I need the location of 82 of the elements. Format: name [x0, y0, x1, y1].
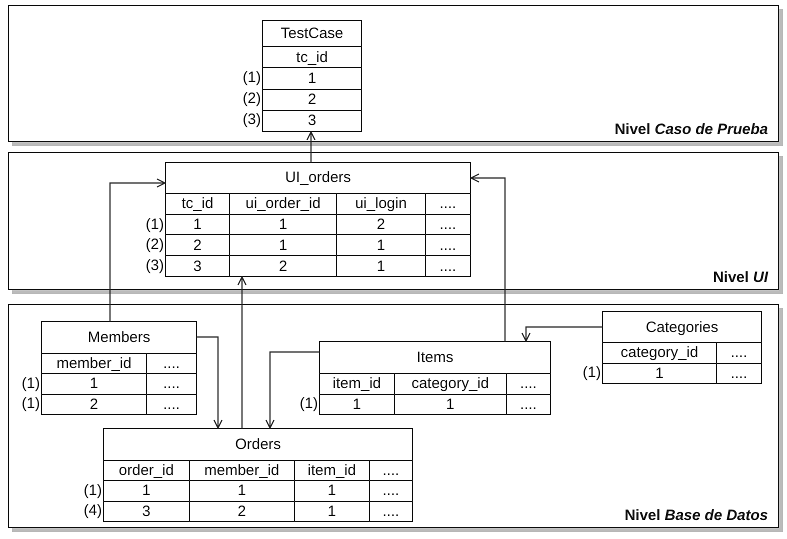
table-value: .... — [520, 396, 537, 412]
table-value: .... — [730, 366, 748, 381]
level-label: Nivel UI — [712, 269, 768, 286]
data-table — [103, 428, 413, 522]
data-table — [41, 321, 197, 415]
table-value: 1 — [376, 258, 386, 274]
table-value: 1 — [278, 238, 288, 253]
column-header: .... — [520, 376, 537, 392]
table-value: .... — [440, 238, 456, 253]
table-value: 1 — [328, 483, 336, 498]
column-header: .... — [382, 463, 400, 478]
table-value: 1 — [352, 396, 362, 412]
table-value: 3 — [193, 258, 202, 274]
level-label: Nivel Caso de Prueba — [614, 121, 768, 138]
table-title: Members — [88, 330, 150, 345]
column-header: order_id — [118, 463, 174, 478]
column-header: item_id — [332, 376, 382, 392]
table-value: .... — [382, 483, 400, 498]
table-value: 1 — [238, 483, 246, 498]
table-value: 1 — [655, 366, 664, 381]
column-header: member_id — [204, 463, 280, 478]
table-title: Orders — [235, 436, 281, 452]
row-label: (2) — [242, 91, 261, 106]
table-value: 1 — [446, 396, 454, 412]
row-label: (4) — [84, 503, 102, 518]
table-value: 2 — [308, 92, 316, 108]
table-value: 2 — [90, 396, 98, 412]
column-header: tc_id — [182, 196, 214, 212]
arrow — [109, 178, 166, 321]
table-value: .... — [163, 376, 180, 392]
row-label: (1) — [582, 365, 601, 380]
row-label: (1) — [22, 376, 40, 391]
column-header: category_id — [411, 376, 489, 392]
row-label: (1) — [146, 216, 164, 232]
data-table — [602, 311, 762, 384]
row-label: (1) — [84, 483, 102, 498]
column-header: ui_login — [355, 196, 407, 212]
table-value: 1 — [193, 217, 202, 232]
column-header: .... — [730, 345, 748, 360]
column-header: ui_order_id — [246, 196, 321, 212]
table-value: 3 — [142, 504, 150, 519]
arrow — [521, 326, 602, 342]
column-header: .... — [163, 356, 180, 372]
table-value: 1 — [90, 376, 98, 392]
arrow — [470, 173, 506, 341]
arrow — [197, 336, 223, 429]
table-title: UI_orders — [285, 170, 351, 186]
table-value: 1 — [308, 70, 316, 86]
row-label: (3) — [242, 112, 261, 127]
data-table — [319, 341, 551, 415]
column-header: category_id — [620, 345, 698, 360]
arrow — [265, 351, 319, 429]
arrow — [237, 276, 247, 428]
table-value: 3 — [308, 113, 316, 128]
table-title: Categories — [646, 320, 718, 335]
table-value: 1 — [142, 483, 150, 498]
table-value: 1 — [376, 238, 386, 253]
row-label: (1) — [300, 396, 318, 411]
arrow — [306, 131, 316, 162]
column-header: .... — [440, 196, 456, 212]
row-label: (1) — [242, 70, 261, 85]
column-header: tc_id — [296, 50, 328, 65]
column-header: item_id — [308, 463, 356, 478]
table-value: 1 — [278, 217, 288, 232]
column-header: member_id — [56, 356, 132, 372]
table-value: .... — [163, 396, 180, 412]
table-value: .... — [440, 217, 456, 232]
table-value: .... — [382, 504, 400, 519]
table-value: 1 — [328, 504, 336, 519]
row-label: (2) — [146, 237, 164, 252]
table-title: Items — [416, 350, 454, 366]
data-table — [165, 162, 471, 277]
data-table — [262, 20, 362, 132]
table-value: 2 — [238, 504, 246, 519]
table-value: .... — [440, 258, 456, 274]
table-value: 2 — [193, 238, 202, 253]
row-label: (1) — [22, 396, 40, 411]
table-value: 2 — [376, 217, 386, 232]
row-label: (3) — [146, 258, 164, 272]
level-label: Nivel Base de Datos — [624, 507, 768, 524]
table-value: 2 — [278, 258, 288, 274]
table-title: TestCase — [280, 26, 344, 42]
